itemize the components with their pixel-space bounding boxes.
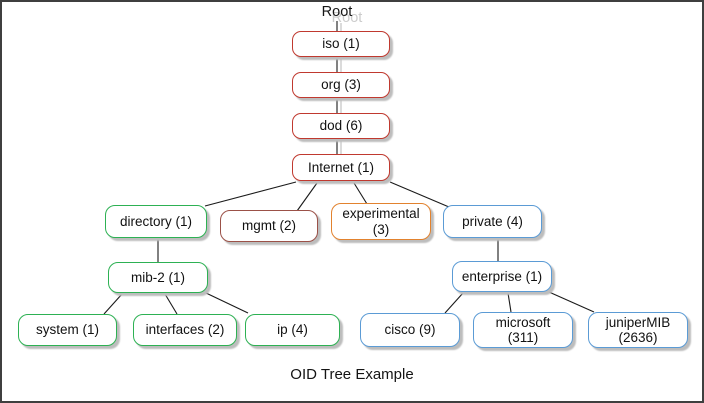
- node-ip: ip (4): [245, 314, 340, 346]
- node-microsoft: microsoft (311): [473, 312, 573, 348]
- node-system: system (1): [18, 314, 117, 346]
- node-directory: directory (1): [105, 205, 207, 238]
- node-internet: Internet (1): [292, 154, 390, 181]
- node-org: org (3): [292, 72, 390, 98]
- node-cisco: cisco (9): [360, 313, 460, 347]
- diagram-caption: OID Tree Example: [290, 366, 414, 383]
- node-private: private (4): [443, 205, 542, 238]
- node-root-label: Root: [321, 4, 353, 20]
- node-enterprise: enterprise (1): [452, 261, 552, 292]
- node-dod: dod (6): [292, 113, 390, 139]
- node-mgmt: mgmt (2): [220, 210, 318, 242]
- node-mib-2: mib-2 (1): [108, 262, 208, 293]
- node-experimental: experimental (3): [331, 203, 431, 240]
- node-interfaces: interfaces (2): [133, 314, 237, 346]
- node-iso: iso (1): [292, 31, 390, 57]
- node-junipermib: juniperMIB (2636): [588, 312, 688, 348]
